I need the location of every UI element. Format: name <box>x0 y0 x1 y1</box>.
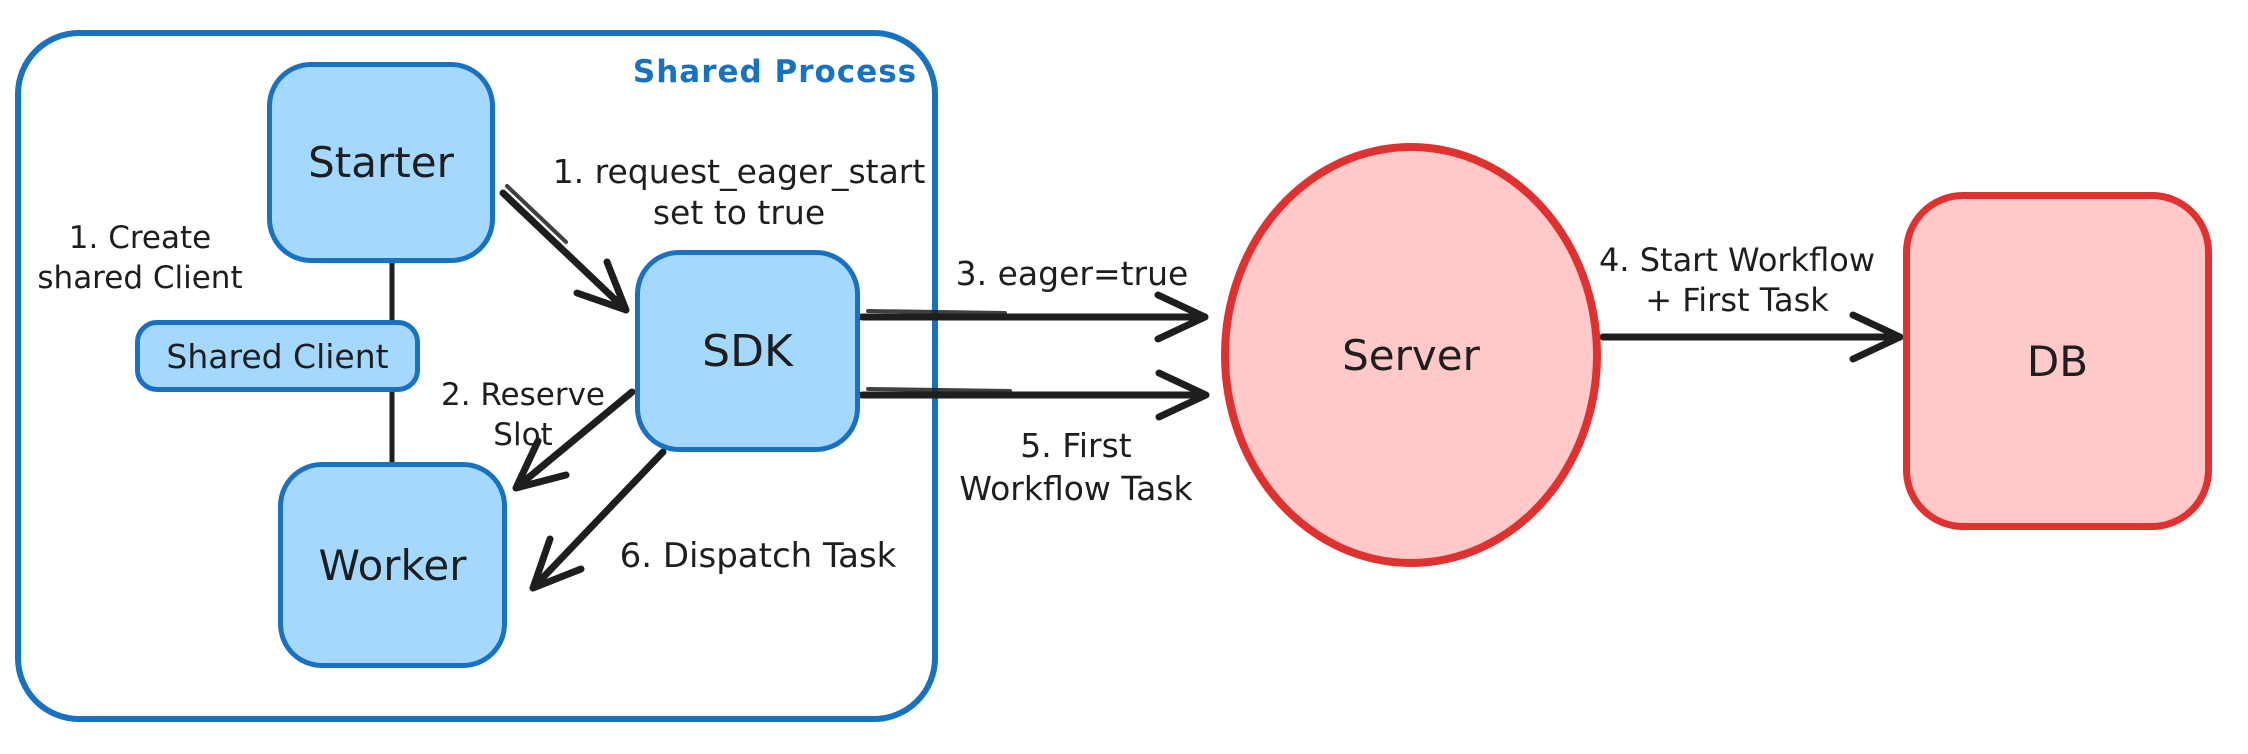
node-db: DB <box>1903 192 2212 530</box>
shared-process-label: Shared Process <box>632 54 918 90</box>
node-sdk: SDK <box>635 250 860 452</box>
node-server-label: Server <box>1342 330 1480 380</box>
edge-label-first-workflow-task: 5. First Workflow Task <box>959 426 1193 508</box>
edge-label-start-workflow-first-task: 4. Start Workflow + First Task <box>1599 241 1875 319</box>
edge-label-create-shared-client: 1. Create shared Client <box>37 220 243 297</box>
edge-label-reserve-slot: 2. Reserve Slot <box>440 377 606 454</box>
node-starter: Starter <box>267 62 495 263</box>
arrow-request-eager-start-sketch <box>505 184 568 244</box>
arrow-reserve-slot <box>512 388 636 492</box>
arrow-start-workflow <box>1599 311 1904 363</box>
node-shared-client: Shared Client <box>135 320 420 392</box>
node-shared-client-label: Shared Client <box>166 336 389 376</box>
shared-process-group <box>15 30 938 722</box>
node-db-label: DB <box>2026 336 2089 386</box>
node-worker-label: Worker <box>318 540 467 590</box>
arrow-request-eager-start <box>499 189 630 314</box>
node-worker: Worker <box>278 462 507 668</box>
edge-label-request-eager-start: 1. request_eager_start set to true <box>552 152 926 233</box>
arrow-dispatch-task <box>529 448 667 592</box>
edge-label-dispatch-task: 6. Dispatch Task <box>619 536 897 576</box>
node-server: Server <box>1221 143 1601 567</box>
arrow-first-workflow-task <box>858 369 1210 421</box>
node-starter-label: Starter <box>308 138 454 187</box>
arrow-first-workflow-task-sketch <box>866 387 1012 393</box>
arrow-eager-true <box>858 291 1209 343</box>
edge-label-eager-true: 3. eager=true <box>955 254 1189 293</box>
arrow-eager-true-sketch <box>866 309 1007 315</box>
node-sdk-label: SDK <box>702 325 793 377</box>
